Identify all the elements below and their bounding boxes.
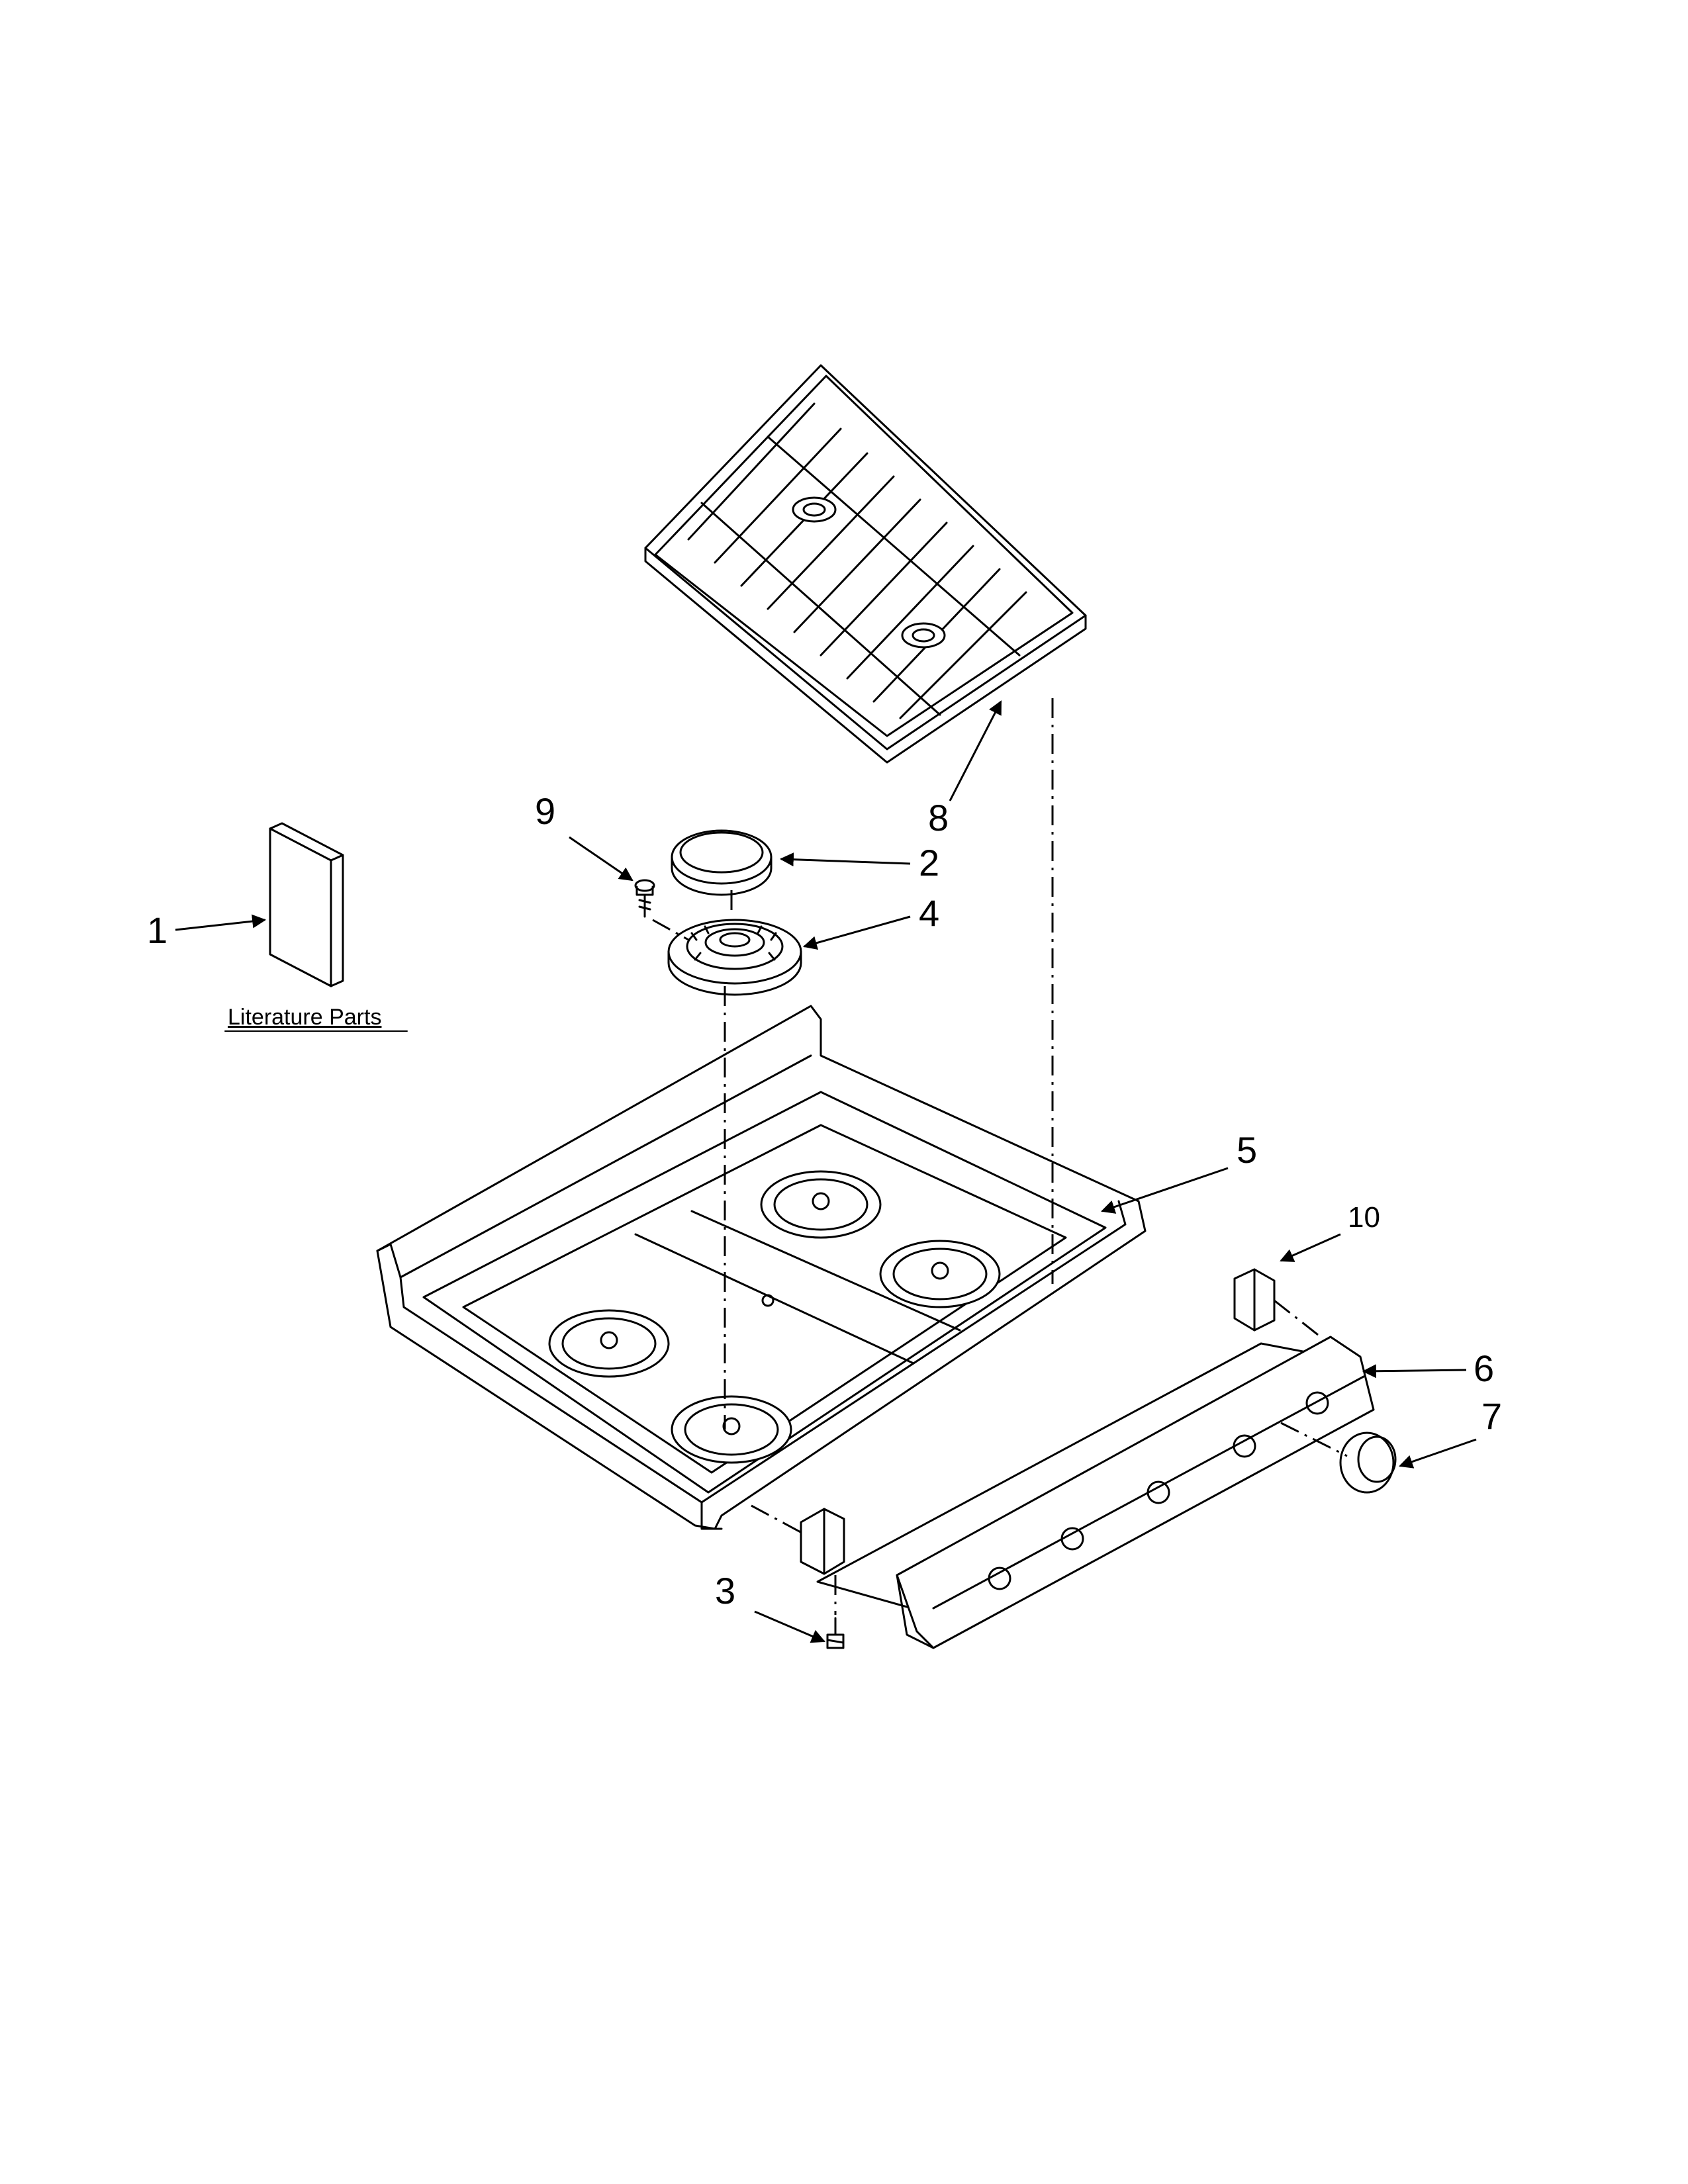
control-knob-part (1339, 1432, 1397, 1494)
burner-head-part (667, 919, 802, 996)
callout-4: 4 (919, 892, 940, 934)
leader-6 (1362, 1364, 1467, 1379)
leader-3 (754, 1610, 825, 1643)
assembly-lines (652, 698, 1348, 1615)
leader-10 (1280, 1233, 1341, 1262)
callout-2: 2 (919, 842, 940, 884)
callout-9: 9 (535, 790, 556, 832)
leader-9 (569, 836, 633, 882)
leader-arrows (175, 700, 1477, 1643)
callout-3: 3 (715, 1570, 736, 1612)
callout-1: 1 (147, 909, 168, 951)
manifold-panel-part (816, 1336, 1375, 1649)
callout-10: 10 (1348, 1201, 1380, 1234)
burner-grate-part (644, 364, 1087, 764)
left-bracket-part (800, 1508, 845, 1575)
bracket-part (1233, 1268, 1276, 1332)
cooktop-part (376, 1005, 1147, 1530)
leader-7 (1399, 1438, 1477, 1469)
leader-4 (802, 915, 911, 950)
leader-8 (949, 700, 1002, 801)
leader-1 (175, 914, 267, 931)
callout-7: 7 (1481, 1395, 1503, 1437)
literature-booklet-part (269, 822, 344, 987)
literature-parts-label: Literature Parts (228, 1005, 382, 1030)
burner-screw-part (634, 879, 655, 918)
burner-cap-part (671, 829, 773, 896)
leader-2 (779, 852, 911, 867)
callout-6: 6 (1474, 1347, 1495, 1389)
callout-8: 8 (928, 797, 949, 839)
callout-5: 5 (1237, 1129, 1258, 1171)
leader-5 (1101, 1167, 1229, 1214)
bracket-screw-part (826, 1617, 845, 1649)
